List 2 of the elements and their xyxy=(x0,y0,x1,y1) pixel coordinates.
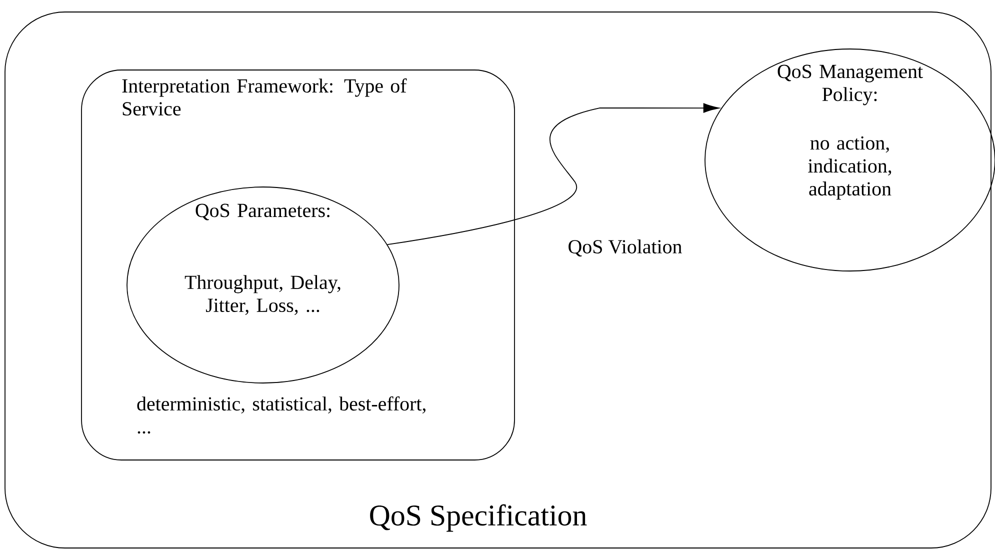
edge-label: QoS Violation xyxy=(568,239,682,257)
arrow xyxy=(386,103,720,246)
